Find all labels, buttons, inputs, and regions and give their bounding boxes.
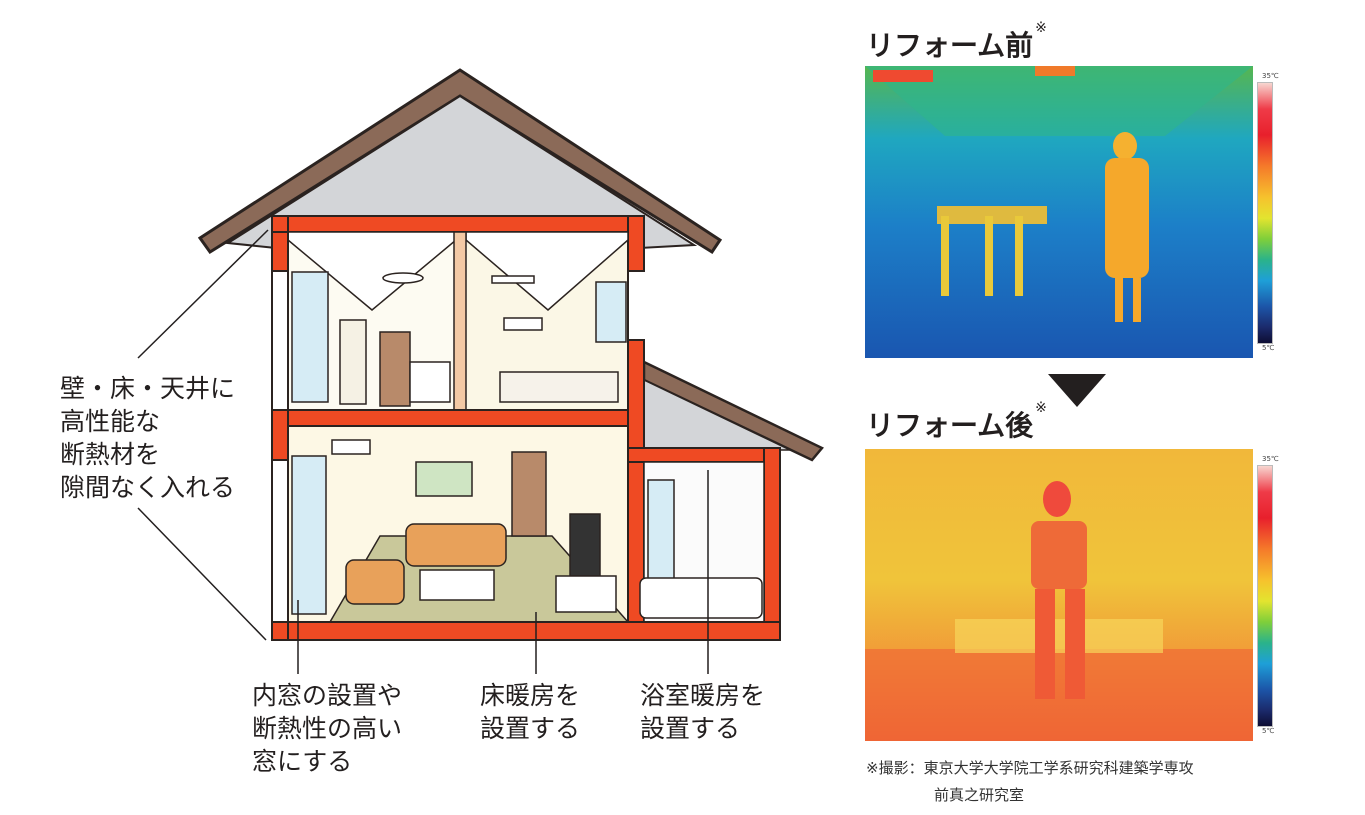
scale-before-bottom-label: 5℃	[1262, 344, 1275, 352]
temperature-scale-before	[1257, 82, 1273, 344]
window-label-line-3: 窓にする	[252, 747, 353, 776]
upper-window-right	[595, 281, 627, 343]
armchair	[345, 559, 405, 605]
tv-stand	[555, 575, 617, 613]
middle-floor-insulation	[271, 409, 645, 427]
after-title: リフォーム後	[866, 409, 1034, 442]
wall-insulation-right-upper	[627, 215, 645, 272]
scale-after-bottom-label: 5℃	[1262, 727, 1275, 735]
photo-credit-line-1: ※撮影：東京大学大学院工学系研究科建築学専攻	[866, 757, 1194, 778]
floor-heating-label: 床暖房を 設置する	[480, 679, 580, 745]
before-title: リフォーム前	[866, 29, 1034, 62]
floor-insulation	[271, 621, 781, 641]
lower-door	[511, 451, 547, 537]
photo-credit-line-2: 前真之研究室	[934, 786, 1025, 804]
lower-window-left	[291, 455, 327, 615]
bed	[499, 371, 619, 403]
upper-door	[379, 331, 411, 407]
upper-partition	[453, 231, 467, 411]
air-conditioner-lower	[331, 439, 371, 455]
wall-insulation-left	[271, 215, 289, 272]
television	[569, 513, 601, 577]
upper-window-left	[291, 271, 329, 403]
annex-ceiling-insulation	[627, 447, 779, 463]
after-heading: リフォーム後※	[866, 400, 1047, 444]
leader-line-insulation-floor	[137, 507, 267, 641]
bathtub	[639, 577, 763, 619]
insulation-label: 壁・床・天井に 高性能な 断熱材を 隙間なく入れる	[60, 372, 235, 504]
desk	[409, 361, 451, 403]
ceiling-light-right	[491, 275, 535, 284]
thermal-image-after	[865, 449, 1253, 741]
bath-heating-label-line-2: 設置する	[640, 714, 741, 743]
annex-outer-insulation	[763, 447, 781, 637]
photo-credit-prefix: ※撮影：	[866, 759, 924, 777]
main-roof	[197, 68, 723, 255]
sofa	[405, 523, 507, 567]
insulation-label-line-3: 断熱材を	[60, 440, 161, 469]
ceiling-insulation	[271, 215, 645, 233]
leader-line-insulation-roof	[137, 229, 269, 359]
bath-heating-label: 浴室暖房を 設置する	[640, 679, 765, 745]
annex-attic	[643, 378, 791, 451]
house-cutaway-illustration	[137, 68, 824, 674]
before-heading: リフォーム前※	[866, 20, 1047, 64]
window-label-line-1: 内窓の設置や	[252, 681, 403, 710]
window-label-line-2: 断熱性の高い	[252, 714, 403, 743]
air-conditioner-upper	[503, 317, 543, 331]
floor-heating-label-line-2: 設置する	[480, 714, 581, 743]
bath-heating-label-line-1: 浴室暖房を	[640, 681, 766, 710]
floor-heating-label-line-1: 床暖房を	[480, 681, 581, 710]
scale-before-top-label: 35℃	[1262, 72, 1279, 80]
thermal-image-before	[865, 66, 1253, 358]
wall-picture	[415, 461, 473, 497]
bathroom-window	[647, 479, 675, 581]
after-note-mark: ※	[1035, 400, 1047, 416]
before-note-mark: ※	[1035, 20, 1047, 36]
wall-insulation-left-full	[271, 231, 289, 641]
insulation-label-line-1: 壁・床・天井に	[60, 374, 236, 403]
down-arrow-icon	[1048, 374, 1106, 407]
photo-credit-source: 東京大学大学院工学系研究科建築学専攻	[923, 759, 1194, 777]
coffee-table	[419, 569, 495, 601]
temperature-scale-after	[1257, 465, 1273, 727]
insulation-label-line-2: 高性能な	[60, 407, 161, 436]
ceiling-light-left	[382, 272, 424, 284]
insulation-label-line-4: 隙間なく入れる	[60, 473, 236, 502]
bookshelf	[339, 319, 367, 405]
wall-insulation-left-lower	[271, 409, 289, 461]
window-label: 内窓の設置や 断熱性の高い 窓にする	[252, 679, 402, 778]
scale-after-top-label: 35℃	[1262, 455, 1279, 463]
